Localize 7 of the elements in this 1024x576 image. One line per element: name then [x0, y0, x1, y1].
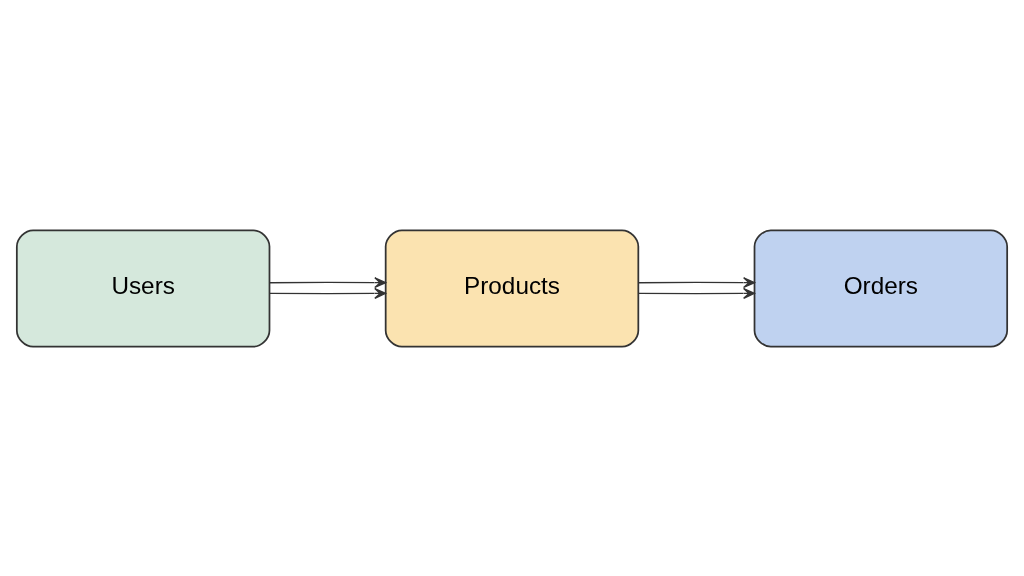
arrow [637, 276, 756, 288]
node-box: Products [384, 229, 640, 347]
arrow [268, 276, 387, 288]
arrow [637, 287, 756, 299]
node-box: Users [15, 229, 271, 347]
node-box: Orders [753, 229, 1009, 347]
arrow [268, 287, 387, 299]
